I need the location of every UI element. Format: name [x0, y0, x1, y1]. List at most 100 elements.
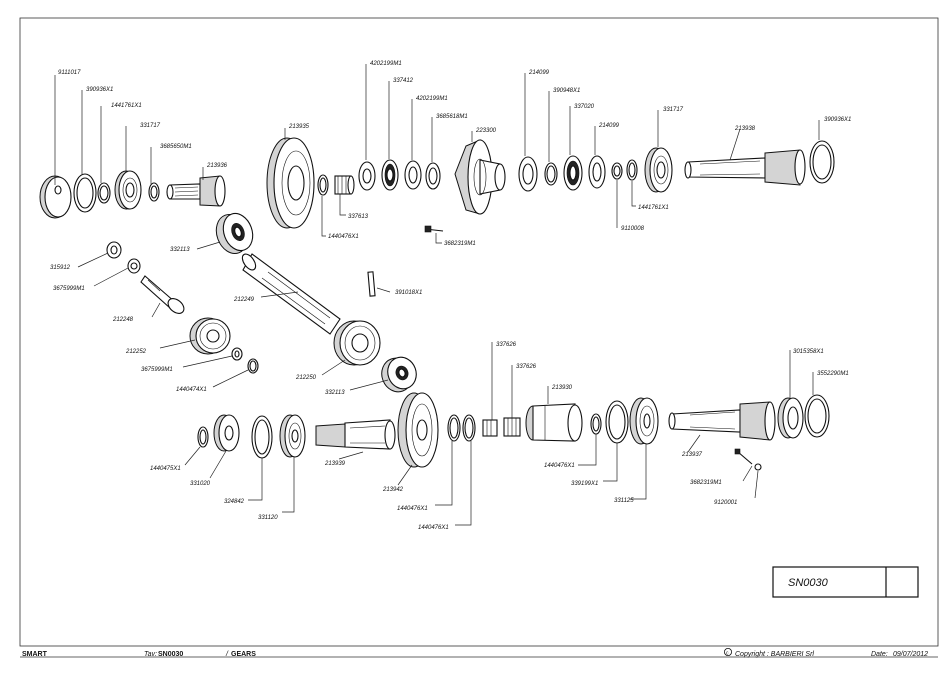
part-213936: [166, 175, 226, 207]
label-337020: 337020: [574, 104, 595, 110]
label-1440476x1-a: 1440476X1: [328, 234, 359, 240]
part-213942: [397, 392, 439, 468]
label-213938: 213938: [734, 126, 756, 132]
part-391018x1: [367, 271, 376, 297]
label-213937: 213937: [681, 452, 703, 458]
label-3682319m1-a: 3682319M1: [444, 241, 476, 247]
label-331717-a: 331717: [140, 123, 161, 129]
label-331020: 331020: [190, 481, 211, 487]
part-214099-a: [518, 156, 538, 192]
label-331125: 331125: [614, 498, 634, 504]
part-9111017: [39, 175, 72, 219]
part-339199x1: [605, 400, 629, 444]
part-3552290m1: [804, 394, 830, 438]
label-3685618m1: 3685618M1: [436, 114, 468, 120]
label-3015358x1: 3015358X1: [793, 349, 824, 355]
part-3675999m1-a: [127, 258, 141, 274]
part-337412: [381, 159, 399, 191]
label-1440475x1: 1440475X1: [150, 466, 181, 472]
part-3675999m1-b: [231, 347, 243, 361]
part-331020: [213, 414, 240, 452]
footer-section-slash: /: [225, 651, 229, 658]
label-1441761x1-a: 1441761X1: [111, 103, 142, 109]
label-3552290m1: 3552290M1: [817, 371, 849, 377]
part-337626-b: [503, 417, 521, 437]
copyright-icon-c: c: [726, 651, 729, 657]
label-3675999m1-a: 3675999M1: [53, 286, 85, 292]
footer-table-code: SN0030: [158, 651, 183, 658]
part-212250: [333, 320, 381, 366]
label-212250: 212250: [295, 375, 317, 381]
label-391018x1: 391018X1: [395, 290, 422, 296]
drawing-border: [19, 17, 939, 647]
label-4202199m1-b: 4202199M1: [416, 96, 448, 102]
label-390936x1-b: 390936X1: [824, 117, 851, 123]
label-214099-a: 214099: [528, 70, 550, 76]
label-1441761x1-b: 1441761X1: [638, 205, 669, 211]
label-337626-a: 337626: [496, 342, 517, 348]
part-331717-b: [644, 147, 673, 193]
part-213939: [315, 419, 396, 450]
part-1440476x1-d: [590, 413, 602, 435]
part-3015358x1: [777, 397, 804, 439]
label-4202199m1-a: 4202199M1: [370, 61, 402, 67]
part-223300: [454, 139, 506, 215]
part-214099-b: [588, 155, 606, 189]
label-214099-b: 214099: [598, 123, 620, 129]
part-337020: [563, 155, 583, 191]
label-331120: 331120: [258, 515, 278, 521]
part-213935: [266, 137, 315, 229]
footer-section: GEARS: [231, 651, 256, 658]
label-1440476x1-d: 1440476X1: [544, 463, 575, 469]
label-9110008: 9110008: [621, 226, 645, 232]
part-332113-b: [381, 356, 417, 393]
part-212248: [140, 275, 185, 314]
part-213938: [684, 149, 806, 186]
label-390936x1-a: 390936X1: [86, 87, 113, 93]
part-3682319m1-b: [734, 448, 753, 465]
part-9110008: [611, 162, 623, 180]
label-390948x1: 390948X1: [553, 88, 580, 94]
part-1440474x1: [247, 358, 259, 374]
label-213930: 213930: [551, 385, 573, 391]
part-1440476x1-b: [447, 414, 461, 442]
part-331717-a: [114, 170, 142, 210]
footer-date-label: Date:: [871, 651, 888, 658]
label-213935: 213935: [288, 124, 310, 130]
part-3685618m1: [425, 162, 441, 190]
part-1440475x1: [197, 426, 209, 448]
label-1440476x1-b: 1440476X1: [397, 506, 428, 512]
label-332113-a: 332113: [170, 247, 190, 253]
label-213942: 213942: [382, 487, 404, 493]
part-213937: [668, 401, 776, 441]
part-390936x1-a: [73, 173, 97, 213]
part-337613: [334, 175, 355, 195]
label-223300: 223300: [475, 128, 497, 134]
sheet-code: SN0030: [788, 577, 829, 589]
footer: SMART Tav: SN0030 / GEARS c Copyright : …: [22, 648, 928, 658]
part-9120001: [754, 463, 762, 471]
label-1440476x1-c: 1440476X1: [418, 525, 449, 531]
part-4202199m1-a: [358, 161, 376, 191]
part-332113-a: [215, 212, 254, 254]
label-212249: 212249: [233, 297, 255, 303]
label-1440474x1: 1440474X1: [176, 387, 207, 393]
label-3675999m1-b: 3675999M1: [141, 367, 173, 373]
part-331125: [629, 397, 659, 445]
part-315912: [106, 241, 122, 259]
part-390948x1: [544, 162, 558, 186]
part-1440476x1-c: [462, 414, 476, 442]
part-213930: [525, 403, 583, 442]
sheet-code-box: SN0030: [772, 566, 919, 598]
footer-copyright: Copyright : BARBIERI Srl: [735, 651, 814, 658]
copyright-icon: [724, 648, 733, 657]
part-spacer-ring: [317, 174, 329, 196]
label-339199x1: 339199X1: [571, 481, 598, 487]
part-labels: 9111017 390936X1 1441761X1 331717 368565…: [50, 61, 851, 531]
part-324842: [251, 415, 273, 459]
label-213936: 213936: [206, 163, 228, 169]
part-390936x1-b: [809, 140, 835, 184]
label-315912: 315912: [50, 265, 71, 271]
label-3685650m1: 3685650M1: [160, 144, 192, 150]
part-212252: [189, 317, 231, 355]
